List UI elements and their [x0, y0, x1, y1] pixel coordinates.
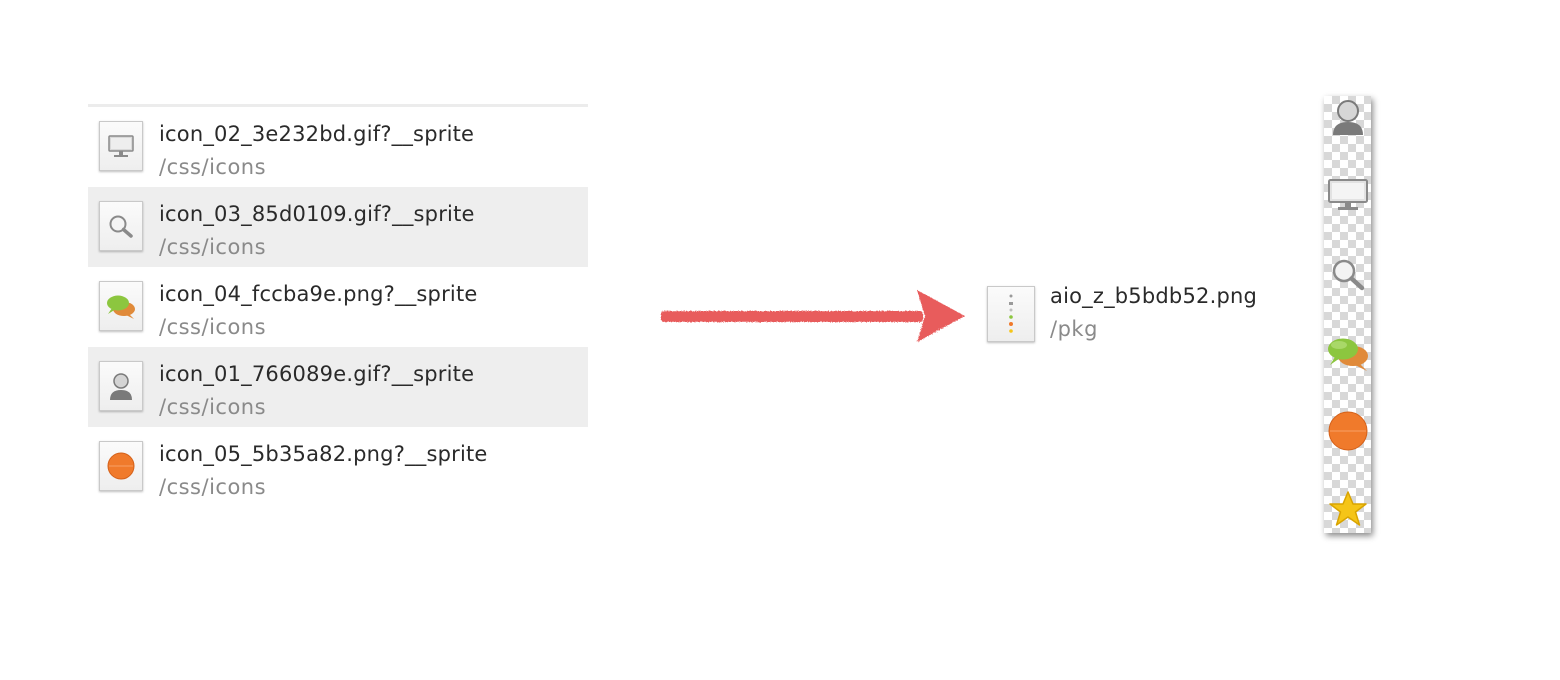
monitor-icon: [1324, 178, 1371, 212]
user-icon: [99, 361, 143, 411]
orange-circle-icon: [1324, 410, 1371, 452]
file-row[interactable]: icon_04_fccba9e.png?__sprite /css/icons: [88, 267, 588, 347]
file-row[interactable]: icon_02_3e232bd.gif?__sprite /css/icons: [88, 107, 588, 187]
file-name: icon_02_3e232bd.gif?__sprite: [159, 122, 475, 146]
sprite-file-icon: [987, 286, 1035, 342]
file-path: /pkg: [1050, 317, 1098, 341]
chat-bubbles-icon: [99, 281, 143, 331]
file-name: icon_04_fccba9e.png?__sprite: [159, 282, 478, 306]
file-row[interactable]: icon_03_85d0109.gif?__sprite /css/icons: [88, 187, 588, 267]
magnifier-icon: [1324, 256, 1371, 292]
file-name: icon_03_85d0109.gif?__sprite: [159, 202, 475, 226]
file-row[interactable]: icon_01_766089e.gif?__sprite /css/icons: [88, 347, 588, 427]
file-path: /css/icons: [159, 395, 267, 419]
star-icon: [1324, 490, 1371, 528]
file-name: icon_01_766089e.gif?__sprite: [159, 362, 475, 386]
orange-circle-icon: [99, 441, 143, 491]
file-row[interactable]: icon_05_5b35a82.png?__sprite /css/icons: [88, 427, 588, 507]
sprite-image-preview: [1324, 96, 1371, 533]
chat-bubbles-icon: [1324, 334, 1371, 372]
file-path: /css/icons: [159, 235, 267, 259]
merge-arrow-icon: [661, 290, 965, 342]
file-name: icon_05_5b35a82.png?__sprite: [159, 442, 488, 466]
file-path: /css/icons: [159, 315, 267, 339]
user-icon: [1324, 98, 1371, 136]
monitor-icon: [99, 121, 143, 171]
source-file-list: icon_02_3e232bd.gif?__sprite /css/icons …: [88, 104, 588, 507]
magnifier-icon: [99, 201, 143, 251]
file-path: /css/icons: [159, 475, 267, 499]
output-sprite-file[interactable]: aio_z_b5bdb52.png /pkg: [987, 281, 1307, 351]
file-name: aio_z_b5bdb52.png: [1050, 284, 1258, 308]
file-path: /css/icons: [159, 155, 267, 179]
